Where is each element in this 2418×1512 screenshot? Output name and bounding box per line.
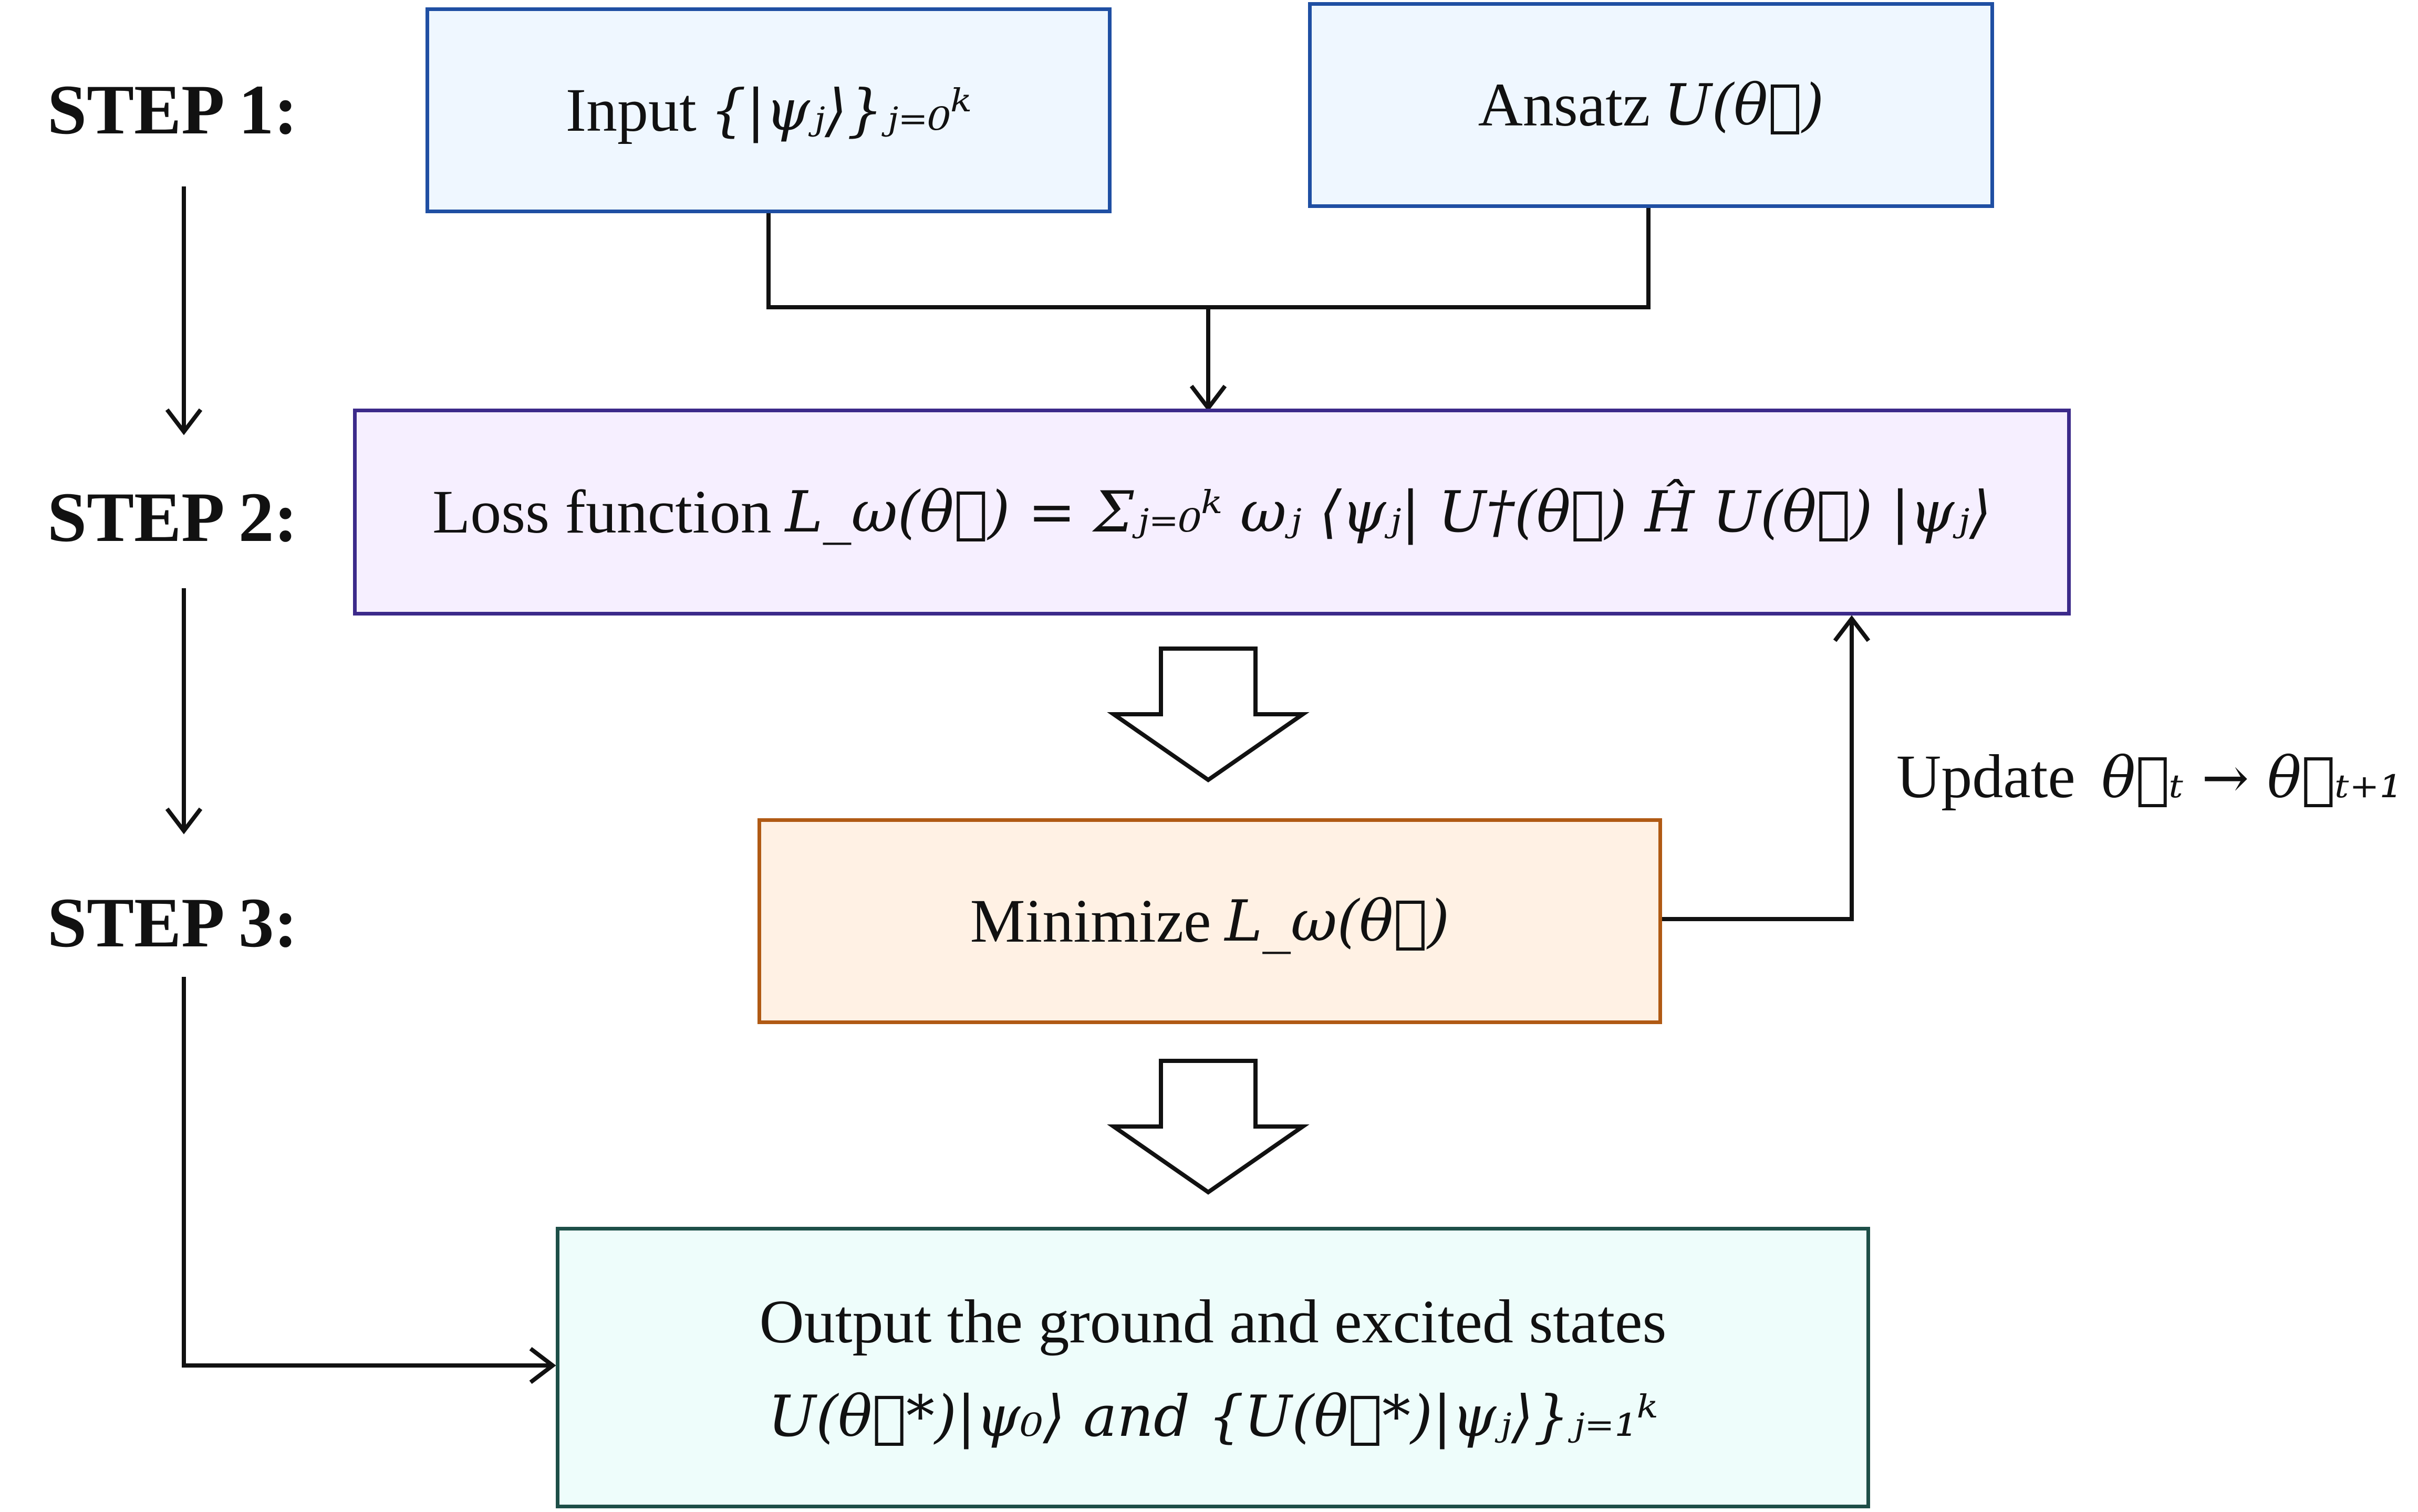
update-label-text: Update [1896, 742, 2075, 811]
hollow-arrow-loss-to-minimize [1107, 646, 1310, 783]
step-3-label: STEP 3: [47, 884, 298, 962]
input-states-math: {|ψⱼ⟩}ⱼ₌₀ᵏ [710, 77, 972, 143]
minimize-math: L_ω(θ⃗) [1224, 888, 1450, 954]
step-1-label: STEP 1: [47, 71, 298, 149]
output-states-math: U(θ⃗*)|ψ₀⟩ and {U(θ⃗*)|ψⱼ⟩}ⱼ₌₁ᵏ [768, 1384, 1658, 1450]
minimize-box: Minimize L_ω(θ⃗) [757, 818, 1662, 1024]
loss-function-box: Loss function L_ω(θ⃗) = Σⱼ₌₀ᵏ ωⱼ ⟨ψⱼ| U†… [353, 409, 2071, 616]
step3-to-output-arrowhead [529, 1347, 556, 1384]
loss-function-math: L_ω(θ⃗) = Σⱼ₌₀ᵏ ωⱼ ⟨ψⱼ| U†(θ⃗) Ĥ U(θ⃗) |… [785, 479, 1991, 545]
ansatz-box: Ansatz U(θ⃗) [1308, 2, 1994, 208]
output-states-box: Output the ground and excited states U(θ… [556, 1227, 1870, 1508]
merge-to-loss-arrowhead [1189, 384, 1227, 412]
step-2-label: STEP 2: [47, 478, 298, 557]
loss-function-label: Loss function [432, 477, 772, 547]
ansatz-math: U(θ⃗) [1664, 72, 1824, 138]
update-parameters-label: Update θ⃗ₜ → θ⃗ₜ₊₁ [1896, 746, 2402, 808]
input-merge-line [766, 207, 1651, 309]
input-label: Input [565, 76, 697, 145]
hollow-arrow-minimize-to-output [1107, 1059, 1310, 1195]
output-description: Output the ground and excited states [759, 1287, 1667, 1356]
step3-to-output-connector [182, 977, 552, 1368]
ansatz-label: Ansatz [1478, 70, 1651, 140]
update-feedback-arrowhead [1833, 615, 1871, 642]
update-math: θ⃗ₜ → θ⃗ₜ₊₁ [2101, 745, 2402, 811]
input-states-box: Input {|ψⱼ⟩}ⱼ₌₀ᵏ [426, 7, 1112, 213]
minimize-label: Minimize [970, 887, 1211, 956]
step2-to-step3-arrowhead [165, 807, 203, 835]
update-feedback-line [1658, 620, 1854, 921]
step1-to-step2-arrowhead [165, 408, 203, 435]
